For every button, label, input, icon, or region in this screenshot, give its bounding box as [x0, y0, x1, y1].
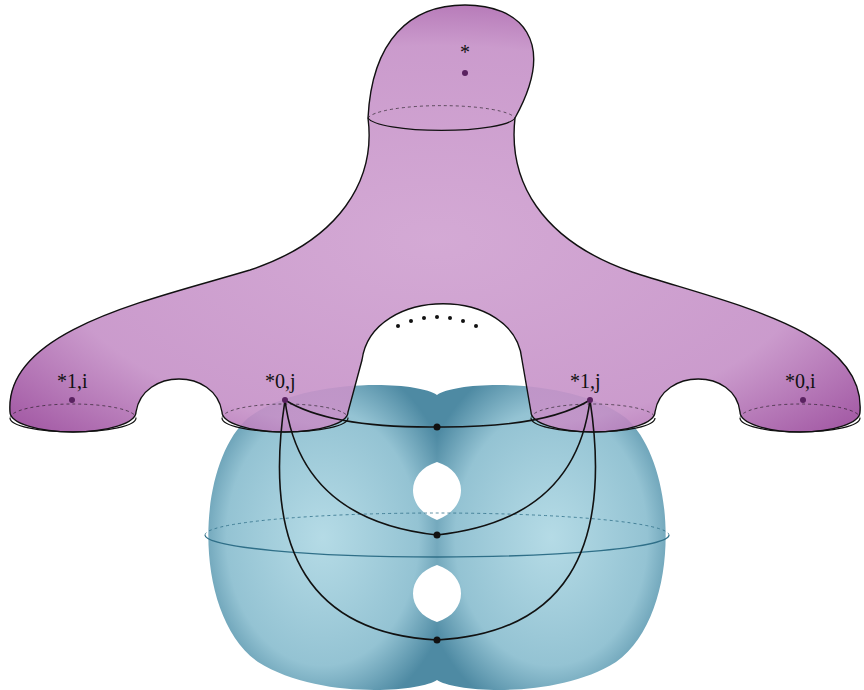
- basepoint-label: *0,i: [785, 371, 816, 391]
- basepoint-label: *1,j: [570, 371, 601, 391]
- arcs: [279, 400, 595, 640]
- basepoint-label: *1,i: [57, 371, 88, 391]
- cross-sections: [10, 106, 860, 432]
- blue-right-lobe: [437, 385, 666, 690]
- basepoint-label: *0,j: [265, 371, 296, 391]
- basepoints: [69, 70, 806, 403]
- ellipsis-dots: [396, 315, 478, 328]
- purple-surface: [10, 5, 860, 432]
- basepoint-label: *: [460, 42, 470, 62]
- blue-left-lobe: [208, 385, 437, 690]
- vertices: [434, 424, 441, 644]
